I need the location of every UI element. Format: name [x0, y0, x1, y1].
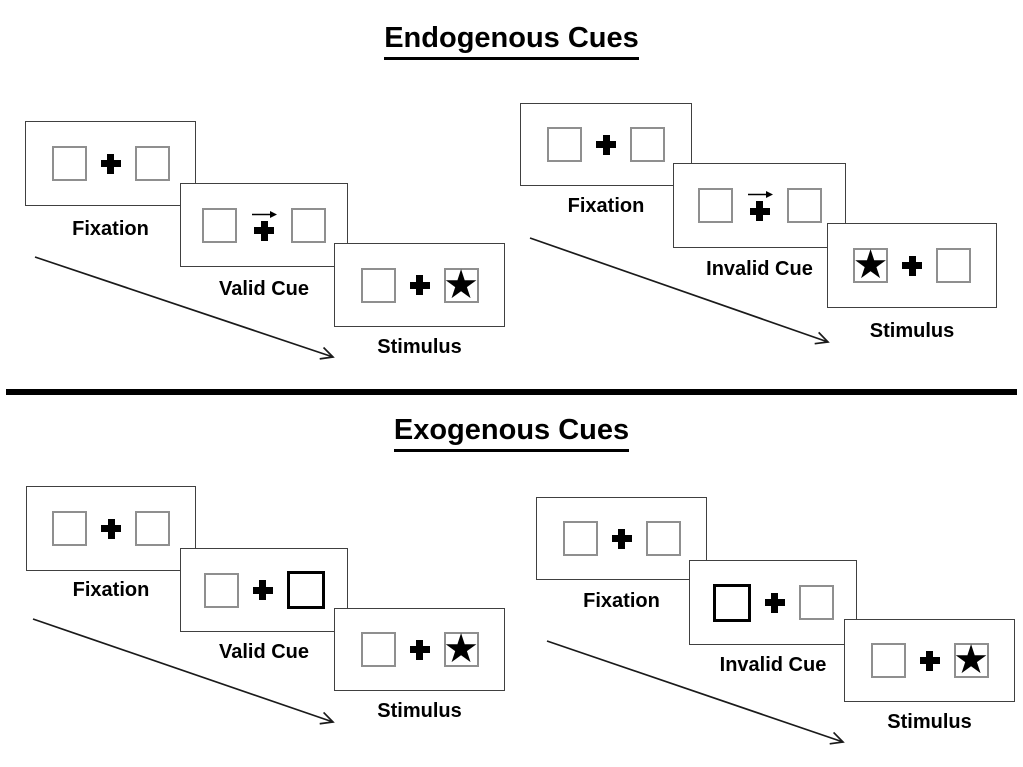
fixation-cross-icon [252, 580, 273, 600]
right-placeholder-box [645, 521, 681, 556]
endogenous-title-text: Endogenous Cues [384, 22, 639, 60]
exogenous-title-text: Exogenous Cues [393, 414, 630, 452]
right-placeholder-box [630, 127, 665, 162]
left-target-box: ★ [852, 242, 889, 288]
stimulus-card: ★ [844, 619, 1015, 702]
right-target-box: ★ [443, 261, 479, 308]
fixation-cross-icon [596, 134, 616, 155]
left-placeholder-box [697, 188, 733, 223]
stimulus-label: Stimulus [869, 320, 955, 342]
right-placeholder-box [936, 248, 971, 283]
right-placeholder-box [291, 207, 326, 243]
fixation-cross-icon [919, 650, 940, 671]
left-placeholder-box [360, 267, 396, 303]
target-star-icon: ★ [443, 626, 479, 672]
fixation-cross-icon [409, 275, 430, 295]
stimulus-card: ★ [827, 223, 997, 308]
valid-cue-card [180, 548, 348, 632]
fixation-card [536, 497, 707, 580]
right-placeholder-box [798, 585, 834, 620]
left-placeholder-box [52, 511, 87, 546]
fixation-card [520, 103, 692, 186]
fixation-cross-icon [749, 201, 770, 221]
valid-cue-card [180, 183, 348, 267]
invalid-cue-card [689, 560, 857, 645]
target-star-icon: ★ [852, 242, 889, 288]
stimulus-label: Stimulus [377, 336, 462, 358]
left-placeholder-box [202, 207, 237, 243]
fixation-label: Fixation [567, 195, 645, 217]
fixation-cross-icon [100, 153, 121, 174]
fixation-cross-icon [254, 220, 274, 241]
exogenous-section-title: Exogenous Cues [0, 414, 1023, 452]
trial-sequence-arrow [34, 256, 335, 360]
cue-highlight-box [286, 571, 325, 609]
cue-highlight-box [712, 583, 751, 622]
invalid-cue-label: Invalid Cue [706, 258, 813, 280]
section-divider [6, 389, 1017, 395]
stimulus-label: Stimulus [887, 711, 972, 733]
trial-sequence-arrow [546, 640, 845, 745]
fixation-label: Fixation [72, 218, 149, 240]
target-star-icon: ★ [443, 261, 479, 308]
right-placeholder-box [786, 188, 822, 223]
right-arrow-icon [747, 191, 773, 198]
fixation-cross-icon [101, 518, 121, 539]
right-placeholder-box [135, 511, 170, 546]
fixation-label: Fixation [72, 579, 150, 601]
left-placeholder-box [360, 632, 396, 667]
valid-cue-label: Valid Cue [218, 641, 310, 663]
fixation-cross-icon [764, 592, 785, 613]
central-cue-group [251, 210, 277, 241]
left-placeholder-box [870, 643, 906, 678]
target-star-icon: ★ [953, 637, 989, 683]
stimulus-label: Stimulus [377, 700, 462, 722]
left-placeholder-box [562, 521, 598, 556]
left-placeholder-box [51, 146, 87, 181]
left-placeholder-box [203, 572, 239, 608]
right-target-box: ★ [953, 637, 989, 683]
fixation-cross-icon [409, 639, 430, 660]
right-arrow-icon [252, 210, 277, 218]
trial-sequence-arrow [529, 237, 830, 345]
endogenous-section-title: Endogenous Cues [0, 22, 1023, 60]
stimulus-card: ★ [334, 243, 505, 327]
left-placeholder-box [547, 127, 582, 162]
fixation-cross-icon [902, 255, 922, 276]
invalid-cue-card [673, 163, 846, 248]
fixation-label: Fixation [583, 590, 660, 612]
fixation-cross-icon [611, 528, 632, 549]
right-target-box: ★ [443, 626, 479, 672]
trial-sequence-arrow [32, 618, 335, 725]
central-cue-group [747, 190, 773, 221]
invalid-cue-label: Invalid Cue [719, 654, 827, 676]
stimulus-card: ★ [334, 608, 505, 691]
fixation-card [26, 486, 196, 571]
valid-cue-label: Valid Cue [218, 278, 310, 300]
right-placeholder-box [134, 146, 170, 181]
fixation-card [25, 121, 196, 206]
